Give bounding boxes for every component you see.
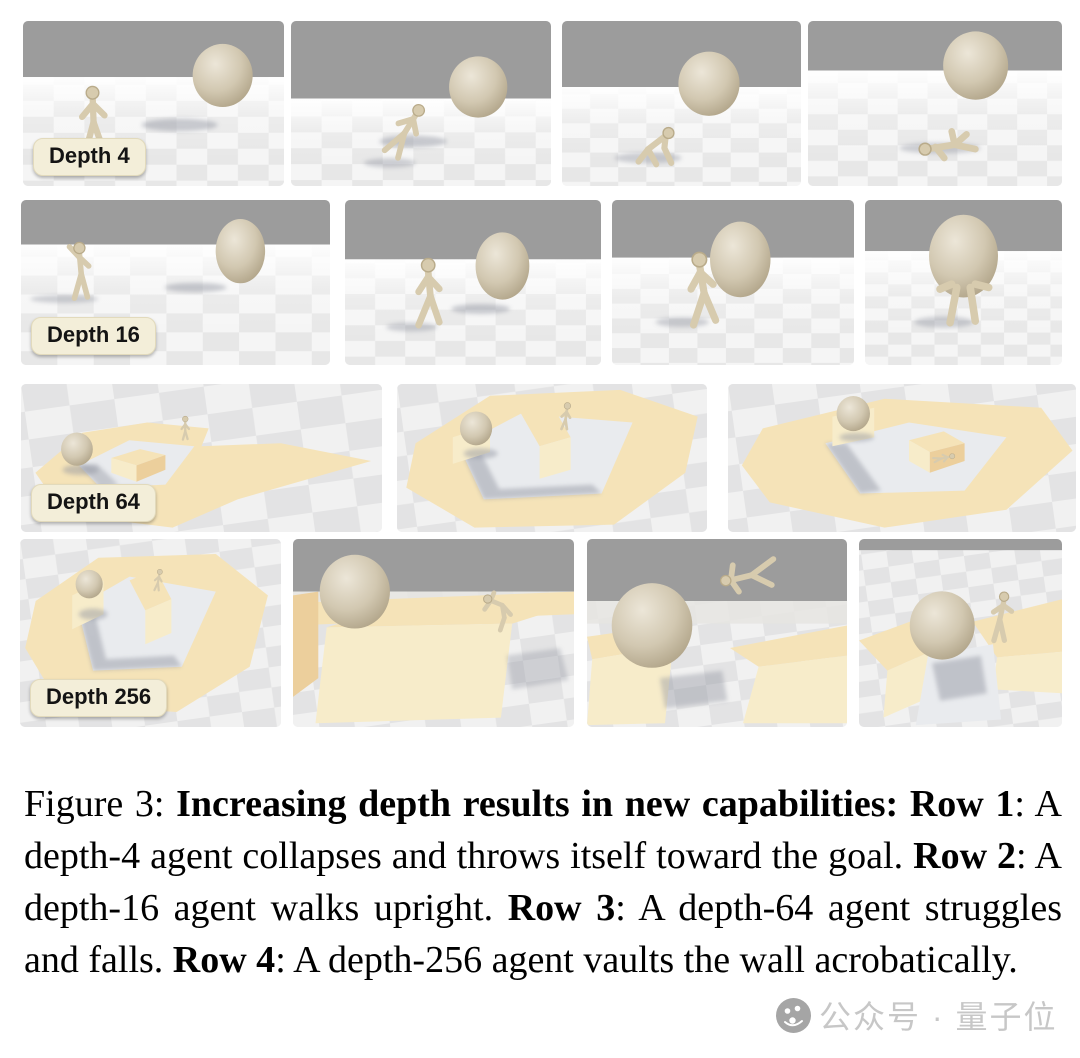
figure-panels: Depth 4 Depth 16 Depth 64 Depth 256	[20, 21, 1076, 727]
caption-segment: Row 3	[507, 887, 616, 929]
row4-panel4	[859, 539, 1062, 727]
row1-panel4	[808, 21, 1062, 186]
row3-panel2	[397, 384, 707, 532]
watermark: 公众号 · 量子位	[775, 992, 1057, 1038]
depth-label-row1: Depth 4	[33, 138, 146, 176]
row2-panel3	[612, 200, 854, 365]
figure-caption: Figure 3: Increasing depth results in ne…	[24, 778, 1062, 986]
caption-segment: Figure 3:	[24, 783, 177, 825]
row2-panel1: Depth 16	[21, 200, 330, 365]
depth-label-row2: Depth 16	[31, 317, 156, 355]
row1-panel1: Depth 4	[23, 21, 284, 186]
row4-panel2	[293, 539, 574, 727]
caption-segment: : A depth-64 agent struggles and falls.	[24, 887, 1062, 981]
caption-segment: Row 2	[913, 835, 1017, 877]
watermark-text: 公众号 · 量子位	[819, 999, 1058, 1035]
caption-segment: : A depth-4 agent collapses and throws i…	[24, 783, 1062, 877]
row1-panel2	[291, 21, 551, 186]
caption-segment: : A depth-256 agent vaults the wall acro…	[275, 939, 1018, 981]
row1-panel3	[562, 21, 801, 186]
row4-panel3	[587, 539, 847, 727]
caption-segment: Row 4	[172, 939, 276, 981]
row2-panel2	[345, 200, 601, 365]
caption-segment: Row 1	[909, 783, 1015, 825]
row2-panel4	[865, 200, 1062, 365]
depth-label-row4: Depth 256	[30, 679, 168, 717]
row3-panel3	[728, 384, 1076, 532]
caption-segment: : A depth-16 agent walks upright.	[24, 835, 1062, 929]
qbitai-logo-icon	[776, 997, 811, 1033]
caption-segment: Increasing depth results in new capabili…	[176, 783, 910, 825]
depth-label-row3: Depth 64	[31, 484, 156, 522]
row4-panel1: Depth 256	[20, 539, 281, 727]
row3-panel1: Depth 64	[21, 384, 382, 532]
